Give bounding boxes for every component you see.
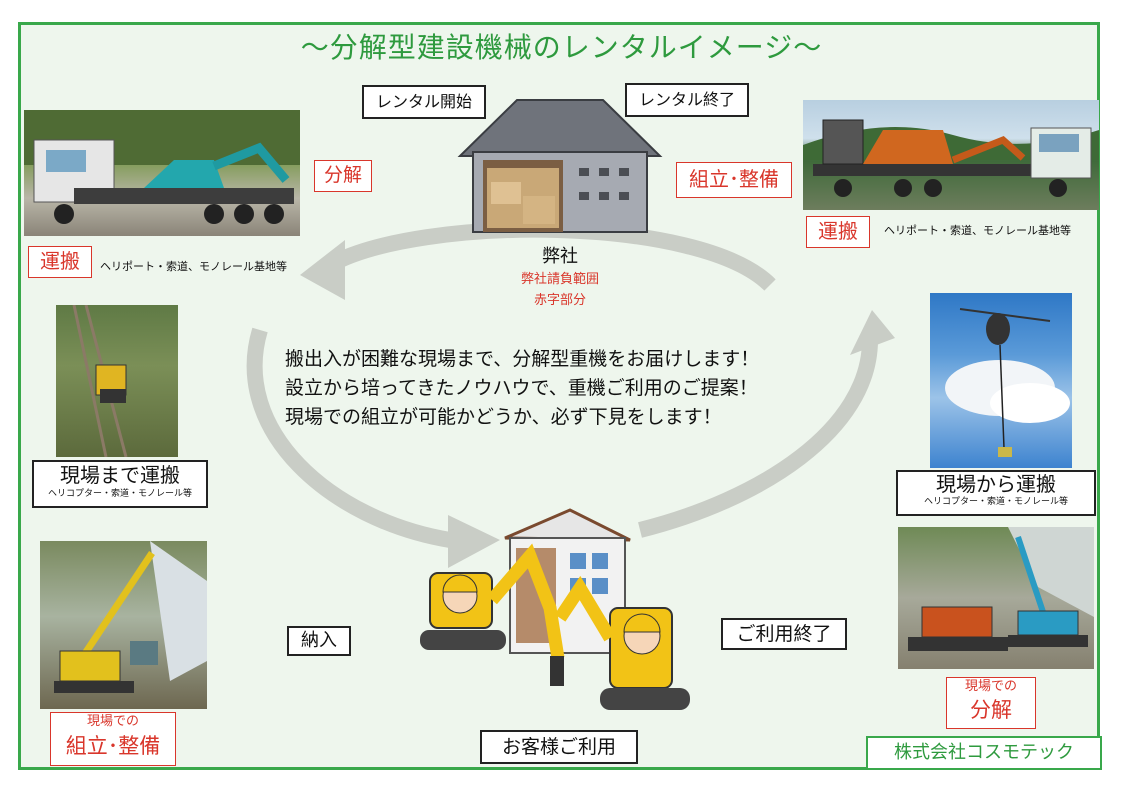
monorail-photo	[56, 305, 178, 457]
to-site-transport-note: ヘリコプター・索道・モノレール等	[47, 489, 192, 499]
company-name: 株式会社コスモテック	[866, 736, 1102, 770]
to-site-transport-label: 現場まで運搬	[60, 463, 180, 487]
end-of-use-box: ご利用終了	[721, 618, 847, 650]
crane-disassembly-photo	[898, 527, 1094, 669]
message-line-3: 現場での組立が可能かどうか、必ず下見をします！	[285, 406, 722, 428]
arrow-right-up	[638, 339, 878, 538]
message-line-2: 設立から培ってきたノウハウで、重機ご利用のご提案！	[285, 377, 758, 399]
customer-use-box: お客様ご利用	[480, 730, 638, 764]
rental-start-box: レンタル開始	[362, 85, 486, 119]
transport-note-left: ヘリポート・索道、モノレール基地等	[100, 260, 287, 273]
office-red-note: 赤字部分	[533, 293, 586, 308]
crane-assembly-photo	[40, 541, 207, 709]
arrow-bottom-left	[246, 327, 452, 548]
warehouse-icon	[457, 99, 663, 233]
onsite-disassembly-small: 現場での	[964, 679, 1017, 694]
to-site-transport-box: 現場まで運搬 ヘリコプター・索道・モノレール等	[32, 460, 208, 508]
onsite-disassembly-box: 現場での 分解	[946, 677, 1036, 729]
onsite-assembly-big: 組立･整備	[65, 734, 161, 758]
arrowhead-right	[850, 310, 895, 355]
onsite-disassembly-big: 分解	[970, 698, 1012, 722]
message-block: 搬出入が困難な現場まで、分解型重機をお届けします！ 設立から培ってきたノウハウで…	[285, 345, 759, 432]
from-site-transport-box: 現場から運搬 ヘリコプター・索道・モノレール等	[896, 470, 1096, 516]
rental-end-box: レンタル終了	[625, 83, 749, 117]
disassembly-box: 分解	[314, 160, 372, 192]
helicopter-photo	[930, 293, 1072, 468]
delivery-box: 納入	[287, 626, 351, 656]
transport-note-right: ヘリポート・索道、モノレール基地等	[884, 224, 1071, 237]
onsite-assembly-small: 現場での	[86, 714, 139, 729]
transport-box-right: 運搬	[806, 216, 870, 248]
assembly-box-top: 組立･整備	[676, 162, 792, 198]
excavator-house-illustration	[420, 508, 690, 710]
office-label: 弊社	[542, 246, 578, 267]
transport-box-left: 運搬	[28, 246, 92, 278]
from-site-transport-label: 現場から運搬	[936, 472, 1056, 496]
onsite-assembly-box: 現場での 組立･整備	[50, 712, 176, 766]
page-title: ～分解型建設機械のレンタルイメージ～	[300, 31, 823, 64]
from-site-transport-note: ヘリコプター・索道・モノレール等	[923, 497, 1068, 507]
truck-excavator-photo	[24, 110, 300, 236]
message-line-1: 搬出入が困難な現場まで、分解型重機をお届けします！	[285, 348, 760, 370]
arrowhead-left	[300, 240, 345, 300]
truck-dismantled-photo	[803, 100, 1099, 210]
office-scope: 弊社請負範囲	[520, 272, 599, 287]
arrowhead-bottom	[448, 515, 500, 568]
